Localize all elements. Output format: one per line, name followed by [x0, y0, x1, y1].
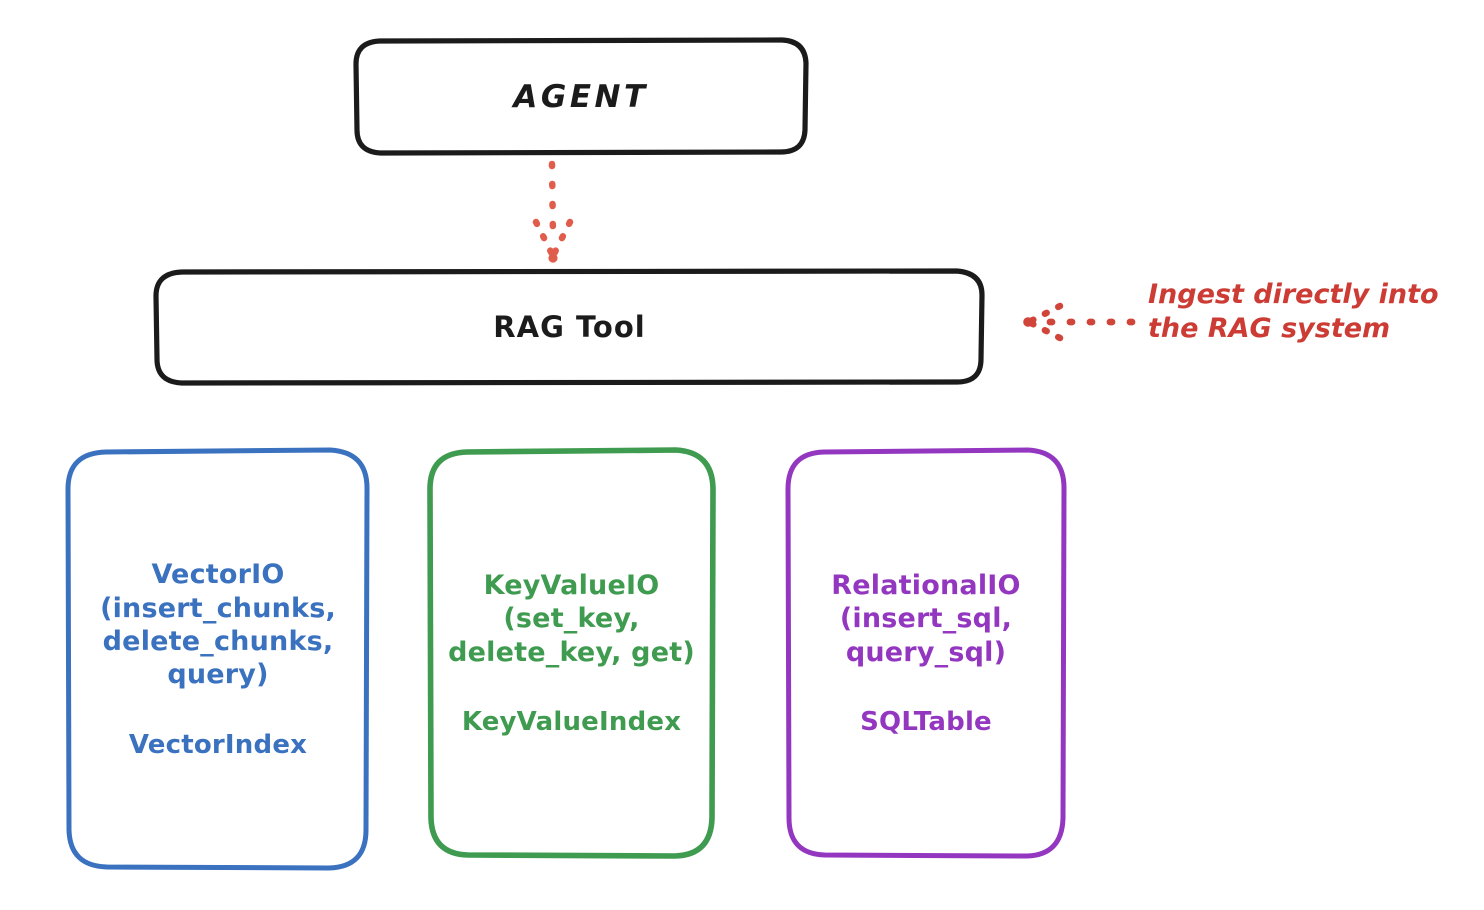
rag-tool-node[interactable]: RAG Tool — [156, 271, 983, 383]
sql-table-label: SQLTable — [860, 707, 992, 738]
agent-node[interactable]: AGENT — [356, 40, 806, 154]
relational-io-title: RelationalIO (insert_sql, query_sql) — [831, 569, 1021, 668]
relational-io-node[interactable]: RelationalIO (insert_sql, query_sql) SQL… — [788, 450, 1064, 856]
agent-box-outline — [353, 37, 809, 156]
vector-io-box-outline — [65, 447, 370, 871]
rag-tool-box-outline — [153, 268, 985, 386]
key-value-io-title: KeyValueIO (set_key, delete_key, get) — [448, 569, 695, 668]
key-value-io-node[interactable]: KeyValueIO (set_key, delete_key, get) Ke… — [430, 450, 713, 856]
agent-to-rag-connector — [532, 160, 574, 263]
key-value-index-label: KeyValueIndex — [461, 707, 682, 738]
vector-io-title: VectorIO (insert_chunks, delete_chunks, … — [100, 559, 336, 691]
relational-io-box-outline — [785, 447, 1067, 859]
ingest-arrow-connector — [1023, 302, 1136, 342]
vector-index-label: VectorIndex — [128, 729, 308, 760]
agent-node-label: AGENT — [513, 78, 649, 115]
key-value-io-box-outline — [427, 447, 716, 859]
vector-io-node[interactable]: VectorIO (insert_chunks, delete_chunks, … — [68, 450, 368, 868]
rag-tool-node-label: RAG Tool — [493, 309, 646, 344]
ingest-annotation-text: Ingest directly into the RAG system — [1148, 279, 1439, 345]
